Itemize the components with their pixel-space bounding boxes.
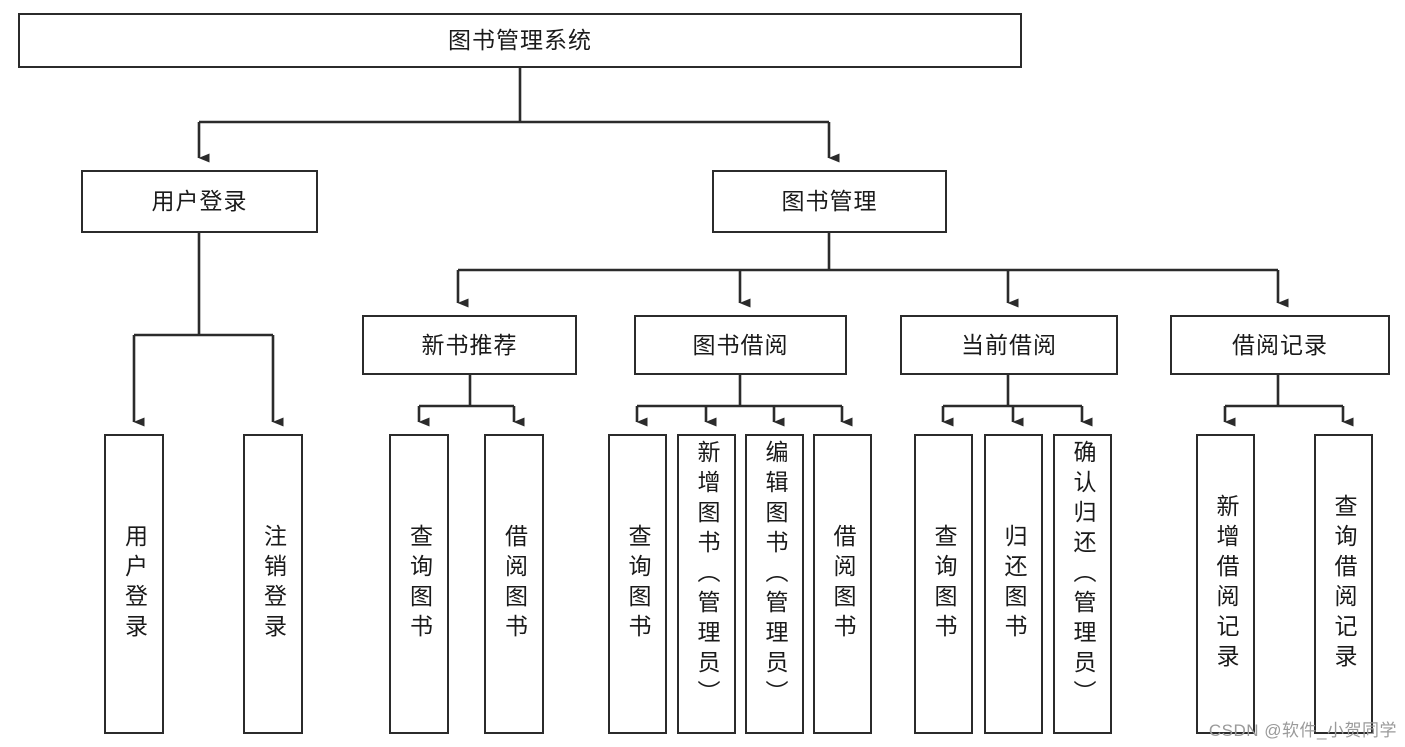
leaf-add-record-label: 新增借阅记录 (1213, 494, 1239, 674)
leaf-borrow-book-1-label: 借阅图书 (501, 524, 528, 644)
node-book-borrow[interactable]: 图书借阅 (634, 315, 847, 375)
leaf-query-book-2[interactable]: 查询图书 (608, 434, 667, 734)
leaf-add-book-label: 新增图书（管理员） (694, 440, 720, 710)
leaf-edit-book-label: 编辑图书（管理员） (762, 440, 788, 710)
node-borrow-record-label: 借阅记录 (1232, 331, 1328, 358)
leaf-user-login[interactable]: 用户登录 (104, 434, 164, 734)
node-root[interactable]: 图书管理系统 (18, 13, 1022, 68)
leaf-query-book-1-label: 查询图书 (406, 524, 433, 644)
leaf-confirm-return[interactable]: 确认归还（管理员） (1053, 434, 1112, 734)
leaf-query-book-3-label: 查询图书 (931, 524, 957, 644)
node-book-manage[interactable]: 图书管理 (712, 170, 947, 233)
node-current-borrow[interactable]: 当前借阅 (900, 315, 1118, 375)
node-book-manage-label: 图书管理 (781, 188, 878, 214)
leaf-edit-book[interactable]: 编辑图书（管理员） (745, 434, 804, 734)
leaf-borrow-book-2-label: 借阅图书 (830, 524, 856, 644)
node-user-login-label: 用户登录 (151, 188, 248, 214)
leaf-borrow-book-2[interactable]: 借阅图书 (813, 434, 872, 734)
node-current-borrow-label: 当前借阅 (961, 331, 1057, 358)
leaf-borrow-book-1[interactable]: 借阅图书 (484, 434, 544, 734)
leaf-confirm-return-label: 确认归还（管理员） (1070, 440, 1096, 710)
node-borrow-record[interactable]: 借阅记录 (1170, 315, 1390, 375)
leaf-add-book[interactable]: 新增图书（管理员） (677, 434, 736, 734)
csdn-watermark: CSDN @软件_小贺同学 (1208, 721, 1397, 740)
leaf-query-book-2-label: 查询图书 (625, 524, 651, 644)
leaf-query-book-3[interactable]: 查询图书 (914, 434, 973, 734)
leaf-add-record[interactable]: 新增借阅记录 (1196, 434, 1255, 734)
leaf-query-record-label: 查询借阅记录 (1331, 494, 1357, 674)
node-new-book-rec-label: 新书推荐 (421, 331, 518, 358)
node-user-login[interactable]: 用户登录 (81, 170, 318, 233)
node-book-borrow-label: 图书借阅 (692, 331, 789, 358)
node-root-label: 图书管理系统 (448, 27, 592, 53)
leaf-return-book-label: 归还图书 (1001, 524, 1027, 644)
node-new-book-rec[interactable]: 新书推荐 (362, 315, 577, 375)
leaf-query-record[interactable]: 查询借阅记录 (1314, 434, 1373, 734)
leaf-user-logout[interactable]: 注销登录 (243, 434, 303, 734)
leaf-user-login-label: 用户登录 (121, 524, 148, 644)
leaf-user-logout-label: 注销登录 (260, 524, 287, 644)
leaf-return-book[interactable]: 归还图书 (984, 434, 1043, 734)
leaf-query-book-1[interactable]: 查询图书 (389, 434, 449, 734)
